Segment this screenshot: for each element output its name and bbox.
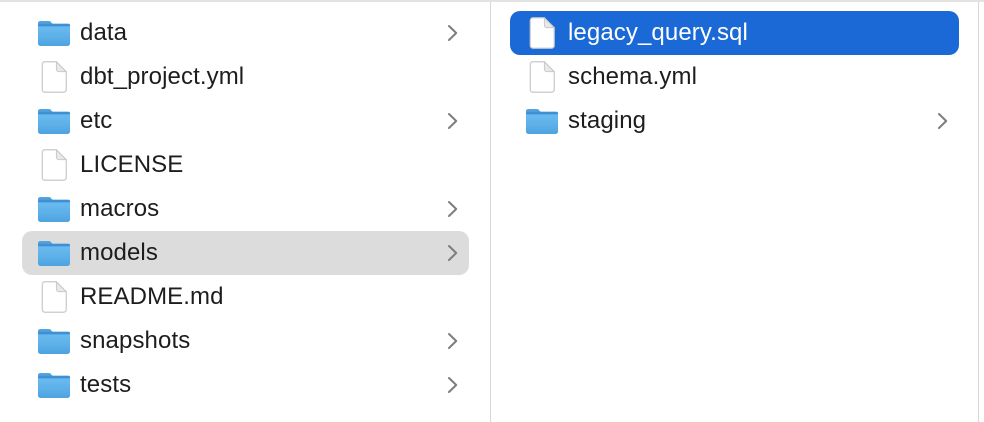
item-label: LICENSE (80, 151, 184, 178)
finder-item-snapshots[interactable]: snapshots (22, 319, 469, 363)
item-label: schema.yml (568, 63, 698, 90)
item-label: etc (80, 107, 113, 134)
file-icon (36, 59, 72, 95)
item-label: macros (80, 195, 160, 222)
chevron-right-icon (447, 200, 458, 218)
chevron-right-icon (937, 112, 948, 130)
finder-item-macros[interactable]: macros (22, 187, 469, 231)
file-icon (524, 15, 560, 51)
item-label: models (80, 239, 158, 266)
finder-item-models[interactable]: models (22, 231, 469, 275)
finder-item-dbt-project-yml[interactable]: dbt_project.yml (22, 55, 469, 99)
folder-icon (36, 235, 72, 271)
item-label: snapshots (80, 327, 191, 354)
finder-column-next (979, 2, 984, 422)
finder-item-etc[interactable]: etc (22, 99, 469, 143)
finder-item-staging[interactable]: staging (510, 99, 959, 143)
finder-item-data[interactable]: data (22, 11, 469, 55)
finder-item-tests[interactable]: tests (22, 363, 469, 407)
item-label: staging (568, 107, 647, 134)
folder-icon (36, 103, 72, 139)
finder-item-schema-yml[interactable]: schema.yml (510, 55, 959, 99)
item-label: README.md (80, 283, 224, 310)
chevron-right-icon (447, 376, 458, 394)
folder-icon (36, 367, 72, 403)
chevron-right-icon (447, 24, 458, 42)
finder-item-license[interactable]: LICENSE (22, 143, 469, 187)
finder-column-left: data dbt_project.yml (0, 2, 491, 422)
finder-item-readme-md[interactable]: README.md (22, 275, 469, 319)
file-icon (524, 59, 560, 95)
folder-icon (36, 191, 72, 227)
finder-column-right: legacy_query.sql schema.yml (491, 2, 979, 422)
item-label: tests (80, 371, 132, 398)
item-label: dbt_project.yml (80, 63, 245, 90)
folder-icon (524, 103, 560, 139)
item-label: data (80, 19, 128, 46)
folder-icon (36, 15, 72, 51)
file-icon (36, 147, 72, 183)
folder-icon (36, 323, 72, 359)
finder-item-legacy-query-sql[interactable]: legacy_query.sql (510, 11, 959, 55)
chevron-right-icon (447, 112, 458, 130)
file-icon (36, 279, 72, 315)
chevron-right-icon (447, 332, 458, 350)
chevron-right-icon (447, 244, 458, 262)
item-label: legacy_query.sql (568, 19, 748, 46)
